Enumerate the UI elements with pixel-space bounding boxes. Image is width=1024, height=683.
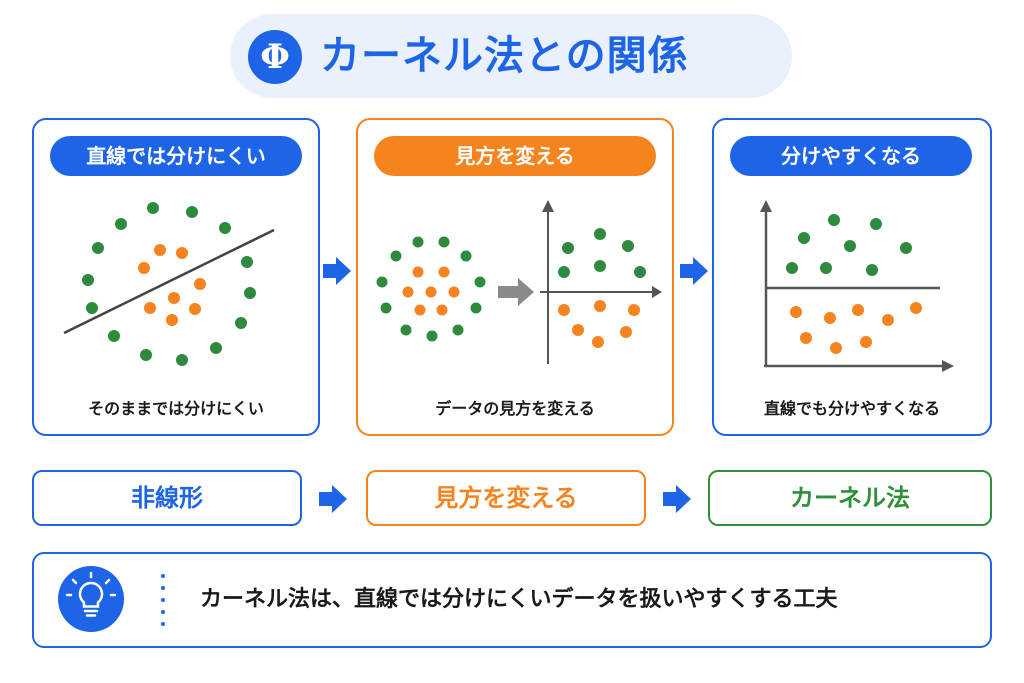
flow-change-view: 見方を変える [366, 470, 646, 526]
transform-arrow-icon [498, 278, 534, 306]
flow-nonlinear: 非線形 [32, 470, 302, 526]
separating-line [63, 228, 275, 335]
lower-half-dots [558, 300, 640, 348]
upper-half-dots [558, 228, 646, 278]
panel-3-caption: 直線でも分けやすくなる [763, 399, 940, 418]
upper-group-dots [786, 214, 912, 276]
panel-2-label: 見方を変える [374, 136, 656, 176]
panel-3-label: 分けやすくなる [730, 136, 972, 176]
arrow-right-icon [680, 257, 708, 285]
panel-1-label: 直線では分けにくい [50, 136, 302, 176]
summary-text: カーネル法は、直線では分けにくいデータを扱いやすくする工夫 [200, 587, 838, 612]
panel-1-scatter [63, 202, 275, 366]
title-banner [230, 14, 792, 98]
panel-2-caption: データの見方を変える [435, 399, 595, 418]
dotted-divider [161, 574, 165, 626]
arrow-right-icon [319, 485, 347, 513]
small-ring-outer-dots [376, 236, 486, 342]
flow-kernel-method: カーネル法 [708, 470, 992, 526]
arrow-right-icon [323, 257, 351, 285]
panel-1-caption: そのままでは分けにくい [88, 399, 264, 418]
page-title: カーネル法との関係 [320, 33, 689, 79]
lightbulb-icon [65, 571, 117, 617]
summary-box [32, 552, 992, 648]
outer-ring-dots [82, 202, 256, 366]
panel-3-scatter [760, 200, 954, 372]
arrow-right-icon [663, 485, 691, 513]
panel-2-transform [376, 200, 662, 364]
lower-group-dots [790, 302, 922, 354]
small-ring-inner-dots [402, 266, 460, 316]
phi-icon: Φ [248, 30, 302, 84]
inner-cluster-dots [138, 244, 206, 326]
